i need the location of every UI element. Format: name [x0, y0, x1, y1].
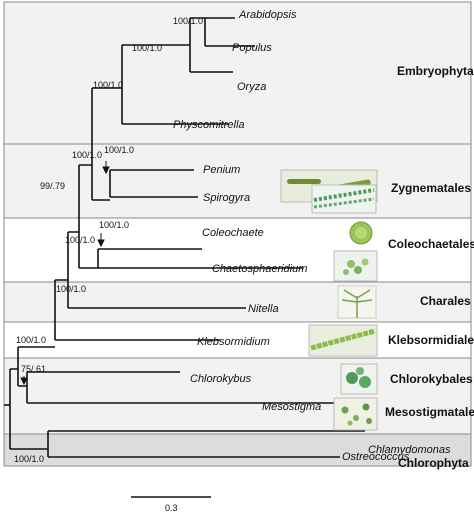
- band-chlorokybales-mesostigmatales: [3, 357, 472, 435]
- taxon-klebsormidium: Klebsormidium: [197, 336, 270, 348]
- band-chlorophyta: [3, 433, 472, 467]
- taxon-penium: Penium: [203, 164, 240, 176]
- taxon-chlamydomonas: Chlamydomonas: [368, 444, 451, 456]
- taxon-coleochaete: Coleochaete: [202, 227, 264, 239]
- image-klebsormidium: [308, 324, 378, 357]
- taxon-chlorokybus: Chlorokybus: [190, 373, 252, 385]
- taxon-ostreococcus: Ostreococcus: [342, 451, 410, 463]
- group-chlorophyta: Chlorophyta: [398, 456, 469, 470]
- band-zygnematales: [3, 143, 472, 219]
- group-charales: Charales: [420, 294, 471, 308]
- band-coleochaetales: [3, 217, 472, 283]
- band-charales: [3, 281, 472, 323]
- taxon-nitella: Nitella: [248, 303, 279, 315]
- support-coleochaetales: 100/1.0: [99, 220, 129, 230]
- support-land-plants-plus: 100/1.0: [72, 150, 102, 160]
- group-mesostigmatales: Mesostigmatales: [385, 405, 474, 419]
- taxon-physcomitrella: Physcomitrella: [173, 119, 245, 131]
- taxon-arabidopsis: Arabidopsis: [238, 9, 297, 21]
- support-angiosperms: 100/1.0: [132, 43, 162, 53]
- taxon-spirogyra: Spirogyra: [203, 192, 250, 204]
- arrow-head-chlorokybus: [20, 377, 28, 386]
- support-chlorophyta: 100/1.0: [14, 454, 44, 464]
- group-zygnematales: Zygnematales: [391, 181, 471, 195]
- image-chaetosphaeridium: [333, 250, 378, 282]
- support-streptophyte-core: 99/.79: [40, 181, 65, 191]
- taxon-populus: Populus: [232, 42, 272, 54]
- group-embryophyta: Embryophyta: [397, 64, 474, 78]
- image-nitella: [337, 285, 377, 319]
- taxon-oryza: Oryza: [237, 81, 266, 93]
- image-coleochaete: [345, 220, 377, 250]
- taxon-mesostigma: Mesostigma: [262, 401, 321, 413]
- tree-branches: [4, 17, 365, 458]
- arrow-head-zygnematales: [102, 166, 110, 175]
- support-charophytes: 100/1.0: [56, 284, 86, 294]
- support-embryophyta: 100/1.0: [93, 80, 123, 90]
- support-chlorokybus-meso: 75/.61: [21, 364, 46, 374]
- image-zygnematales-spirogyra: [311, 184, 377, 214]
- support-arab-populus: 100/1.0: [173, 16, 203, 26]
- band-embryophyta: [3, 1, 472, 145]
- support-root: 100/1.0: [16, 335, 46, 345]
- support-coleo-zygn-embryo: 100/1.0: [65, 235, 95, 245]
- image-mesostigma: [333, 397, 378, 431]
- support-zygnematales: 100/1.0: [104, 145, 134, 155]
- image-chlorokybus: [340, 363, 378, 395]
- group-chlorokybales: Chlorokybales: [390, 372, 473, 386]
- group-klebsormidiales: Klebsormidiales: [388, 333, 474, 347]
- taxon-chaetosphaeridium: Chaetosphaeridium: [212, 263, 307, 275]
- arrow-head-coleochaetales: [97, 239, 105, 248]
- node-arrows: [20, 161, 110, 386]
- scale-bar-label: 0.3: [165, 503, 178, 513]
- group-coleochaetales: Coleochaetales: [388, 237, 474, 251]
